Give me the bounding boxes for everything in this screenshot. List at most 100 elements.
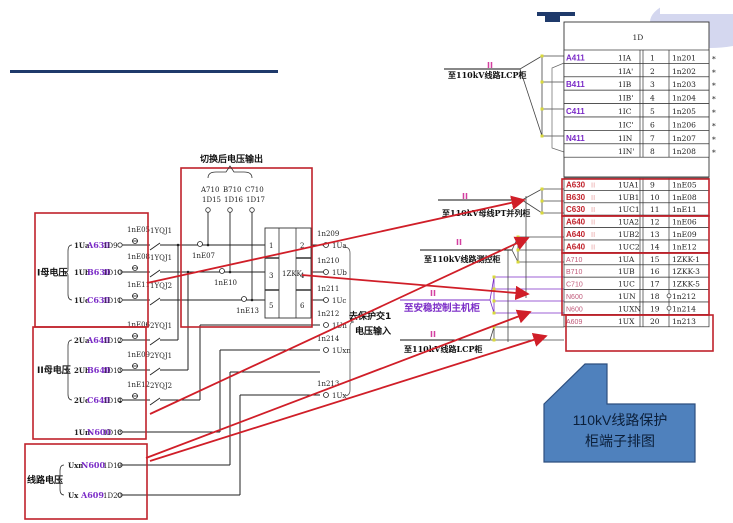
red-arrow (301, 274, 530, 301)
input-brace (343, 246, 355, 397)
fanout-dot (540, 54, 544, 58)
input-signal-label: 1Ua (332, 242, 347, 250)
terminal-dest: 1n206 (672, 120, 696, 129)
output-terminal-circle (227, 207, 233, 213)
terminal-block-title: 1D (633, 33, 644, 42)
relay-pin-left: 3 (269, 272, 273, 280)
protection-inputs: 1n2091Ua1n2101Ub1n2111Uc1n2121Un1n2141Ux… (317, 230, 391, 400)
bus-mark: II (104, 366, 110, 375)
group-box (24, 443, 148, 520)
fanout-dot (492, 311, 496, 315)
bus-label: B630 (87, 267, 111, 277)
switch-contact (149, 297, 161, 306)
terminal-left-mark: II (591, 219, 595, 227)
junction (176, 243, 180, 247)
switch-label: 1YQJ2 (150, 282, 172, 290)
bus-label: A640 (86, 335, 110, 345)
terminal-code: 1IC (618, 107, 632, 116)
node-lamp (241, 296, 247, 302)
relay-pin-right: 2 (300, 242, 304, 250)
bus-mark: II (104, 336, 110, 345)
destination-marker: II (462, 192, 468, 201)
terminal-dest: 1n207 (672, 134, 696, 143)
group-box (32, 326, 147, 440)
terminal-star: * (712, 81, 716, 90)
terminal-number: 16 (650, 267, 660, 276)
switch-label: 2YQJ2 (150, 382, 172, 390)
input-lamp (323, 392, 329, 398)
fanout-dot (516, 260, 520, 264)
bus-label: N600 (87, 427, 111, 437)
terminal-code: 1IB' (618, 94, 633, 103)
terminal-code: 1IB (618, 80, 632, 89)
phase-label: 1Ub (74, 268, 90, 277)
output-terminal-circle (205, 207, 211, 213)
terminal-circle (117, 367, 123, 373)
terminal-code: 1UA2 (618, 218, 639, 227)
header-rule (10, 70, 278, 73)
terminal-code: 1IA (618, 53, 632, 62)
terminal-circle (117, 397, 123, 403)
terminal-dest: 1n202 (672, 67, 696, 76)
terminal-left-label: B411 (566, 80, 585, 89)
terminal-left-label: A609 (566, 319, 582, 326)
terminal-link (666, 305, 672, 311)
switch-contact (149, 367, 161, 376)
input-node-label: 1n210 (317, 257, 339, 265)
terminal-dest: 1nE08 (672, 193, 697, 202)
terminal-left-label: C411 (566, 107, 585, 116)
input-lamp (323, 322, 329, 328)
phase-label: Ux (68, 491, 79, 500)
terminal-star: * (712, 95, 716, 104)
terminal-code: 1IN (618, 134, 633, 143)
arrows (145, 195, 548, 462)
switch-contact (149, 269, 161, 278)
junction (186, 270, 190, 274)
terminal-number: 4 (650, 94, 655, 103)
output-terminal-label: 1D15 (202, 196, 221, 204)
fanout-dot (540, 199, 544, 203)
terminal-circle (117, 337, 123, 343)
terminal-label: 1D20 (103, 492, 122, 500)
terminal-circle (117, 269, 123, 275)
fanout-dot (492, 275, 496, 279)
terminal-code: 1UB (618, 267, 635, 276)
terminal-left-label: A640 (566, 242, 586, 251)
terminal-number: 11 (650, 205, 660, 214)
output-brace (207, 165, 253, 179)
bus-label: C640 (87, 395, 111, 405)
fanout-dot (492, 287, 496, 291)
terminal-left-label: N600 (566, 294, 583, 301)
terminal-number: 3 (650, 80, 655, 89)
terminal-left-label: A640 (566, 218, 586, 227)
terminal-number: 19 (650, 304, 660, 313)
terminal-star: * (712, 148, 716, 157)
terminal-star: * (712, 121, 716, 130)
terminal-number: 15 (650, 255, 660, 264)
fanout-dot (540, 187, 544, 191)
bus-mark: II (104, 396, 110, 405)
terminal-number: 20 (650, 317, 660, 326)
terminal-code: 1UN (618, 292, 636, 301)
terminal-number: 9 (650, 180, 655, 189)
red-arrow (146, 195, 526, 284)
terminal-star: * (712, 54, 716, 63)
terminal-code: 1UC (618, 280, 635, 289)
terminal-number: 7 (650, 134, 655, 143)
red-arrow (145, 309, 532, 459)
node-label: 1nE09 (127, 351, 150, 359)
input-signal-label: 1Ub (332, 269, 347, 277)
fanout (519, 55, 543, 137)
terminal-code: 1UA (618, 255, 635, 264)
fanout-dot (492, 299, 496, 303)
terminal-code: 1UC2 (618, 242, 640, 251)
fanout-dot (492, 338, 496, 342)
output-node-label: 1nE10 (214, 279, 237, 287)
input-signal-label: 1Uxn (332, 347, 351, 355)
destinations: II至110kV线路LCP柜II至110kV母线PT并列柜II至110kV线路测… (400, 54, 565, 354)
terminal-dest: 1nE12 (672, 242, 697, 251)
switch-contact (149, 337, 161, 346)
switched-output-box: 切换后电压输出A7101D151nE07B7101D161nE10C7101D1… (180, 153, 313, 328)
